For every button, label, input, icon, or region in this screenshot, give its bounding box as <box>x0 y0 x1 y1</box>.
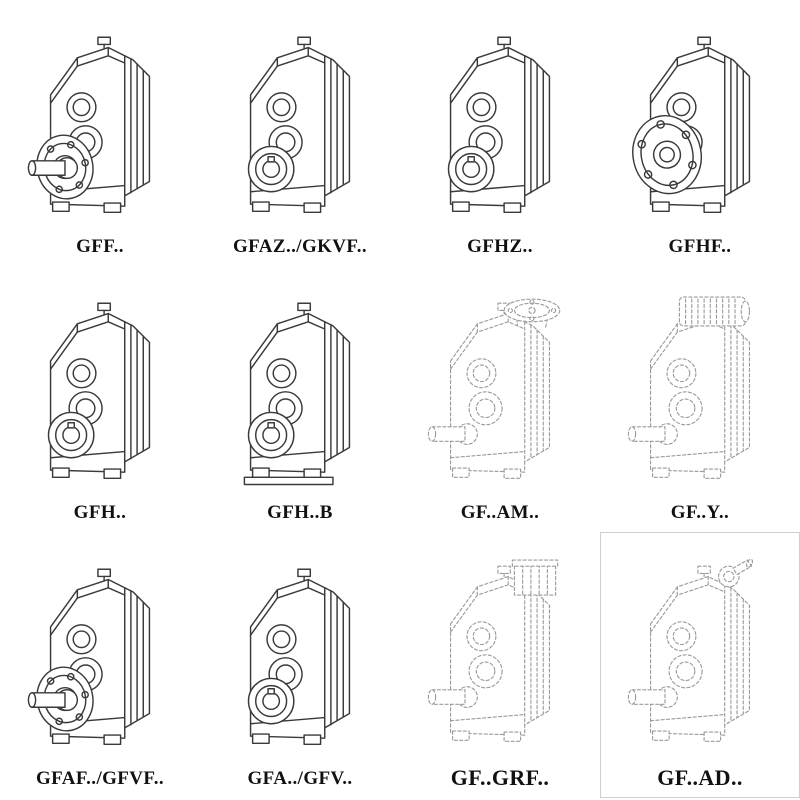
catalog-cell-gff: GFF.. <box>0 0 200 266</box>
catalog-cell-gfaf-gfvf: GFAF../GFVF.. <box>0 532 200 798</box>
gearbox-drawing-gfaz-gkvf <box>247 36 351 214</box>
model-label: GF..AD.. <box>657 764 743 790</box>
gearbox-drawing-gf-y <box>627 296 751 480</box>
catalog-cell-gfh: GFH.. <box>0 266 200 532</box>
model-label: GF..Y.. <box>670 502 730 524</box>
catalog-cell-gfaz-gkvf: GFAZ../GKVF.. <box>200 0 400 266</box>
gearbox-drawing-gf-am <box>427 298 561 480</box>
gearbox-drawing-gfaf-gfvf <box>27 568 151 746</box>
catalog-cell-gf-y: GF..Y.. <box>600 266 800 532</box>
gearbox-drawing-gfh <box>47 302 151 480</box>
model-label: GFH..B <box>267 502 333 524</box>
gearbox-drawing-gfh-b <box>243 302 351 486</box>
model-label: GFAF../GFVF.. <box>35 768 164 790</box>
model-label: GFA../GFV.. <box>247 768 353 790</box>
model-label: GF..AM.. <box>460 502 540 524</box>
model-label: GF..GRF.. <box>450 764 550 790</box>
gearbox-drawing-gf-grf <box>427 559 559 742</box>
catalog-cell-gfh-b: GFH..B <box>200 266 400 532</box>
gearbox-drawing-gfhf <box>624 36 751 214</box>
catalog-cell-gf-am: GF..AM.. <box>400 266 600 532</box>
catalog-cell-gfhz: GFHZ.. <box>400 0 600 266</box>
model-label: GFHZ.. <box>467 236 533 258</box>
catalog-cell-gfa-gfv: GFA../GFV.. <box>200 532 400 798</box>
catalog-cell-gf-grf: GF..GRF.. <box>400 532 600 798</box>
catalog-cell-gfhf: GFHF.. <box>600 0 800 266</box>
model-label: GFHF.. <box>668 236 732 258</box>
model-label: GFF.. <box>76 236 124 258</box>
catalog-cell-gf-ad: GF..AD.. <box>600 532 800 798</box>
gearbox-drawing-gfhz <box>447 36 551 214</box>
gearbox-drawing-gfa-gfv <box>247 568 351 746</box>
model-label: GFAZ../GKVF.. <box>233 236 367 258</box>
model-label: GFH.. <box>73 502 127 524</box>
gearbox-drawing-gff <box>27 36 151 214</box>
gearbox-drawing-gf-ad <box>627 557 755 742</box>
